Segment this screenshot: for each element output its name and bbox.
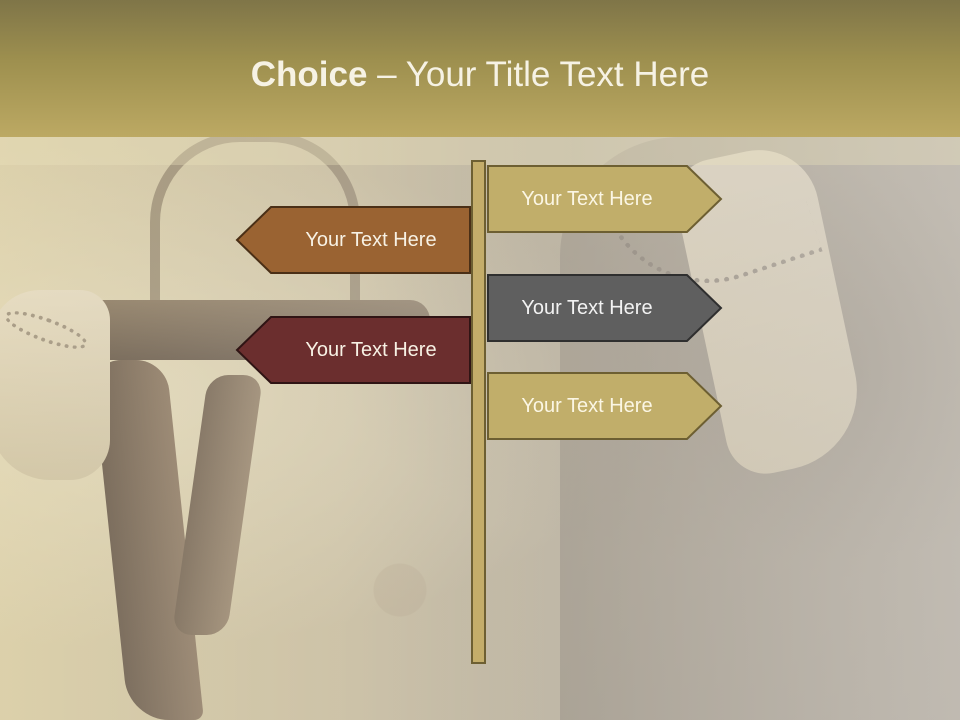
arrow-right-shape	[487, 274, 723, 342]
sign-label: Your Text Here	[305, 228, 437, 251]
arrow-left-shape	[235, 206, 471, 274]
title-bar: Choice – Your Title Text Here	[0, 0, 960, 137]
sign-label: Your Text Here	[521, 394, 653, 417]
arrow-right-shape	[487, 372, 723, 440]
sign-label: Your Text Here	[521, 296, 653, 319]
arrow-right-shape	[487, 165, 723, 233]
sign-right-top[interactable]: Your Text Here	[487, 165, 723, 233]
sign-left-bottom[interactable]: Your Text Here	[235, 316, 471, 384]
sign-right-middle[interactable]: Your Text Here	[487, 274, 723, 342]
arrow-left-shape	[235, 316, 471, 384]
signpost-pole	[471, 160, 486, 664]
sign-left-top[interactable]: Your Text Here	[235, 206, 471, 274]
title-bold: Choice	[250, 55, 368, 94]
sign-right-bottom[interactable]: Your Text Here	[487, 372, 723, 440]
sign-label: Your Text Here	[305, 338, 437, 361]
slide-title[interactable]: Choice – Your Title Text Here	[0, 53, 960, 97]
sign-label: Your Text Here	[521, 187, 653, 210]
title-rest: – Your Title Text Here	[367, 55, 710, 94]
